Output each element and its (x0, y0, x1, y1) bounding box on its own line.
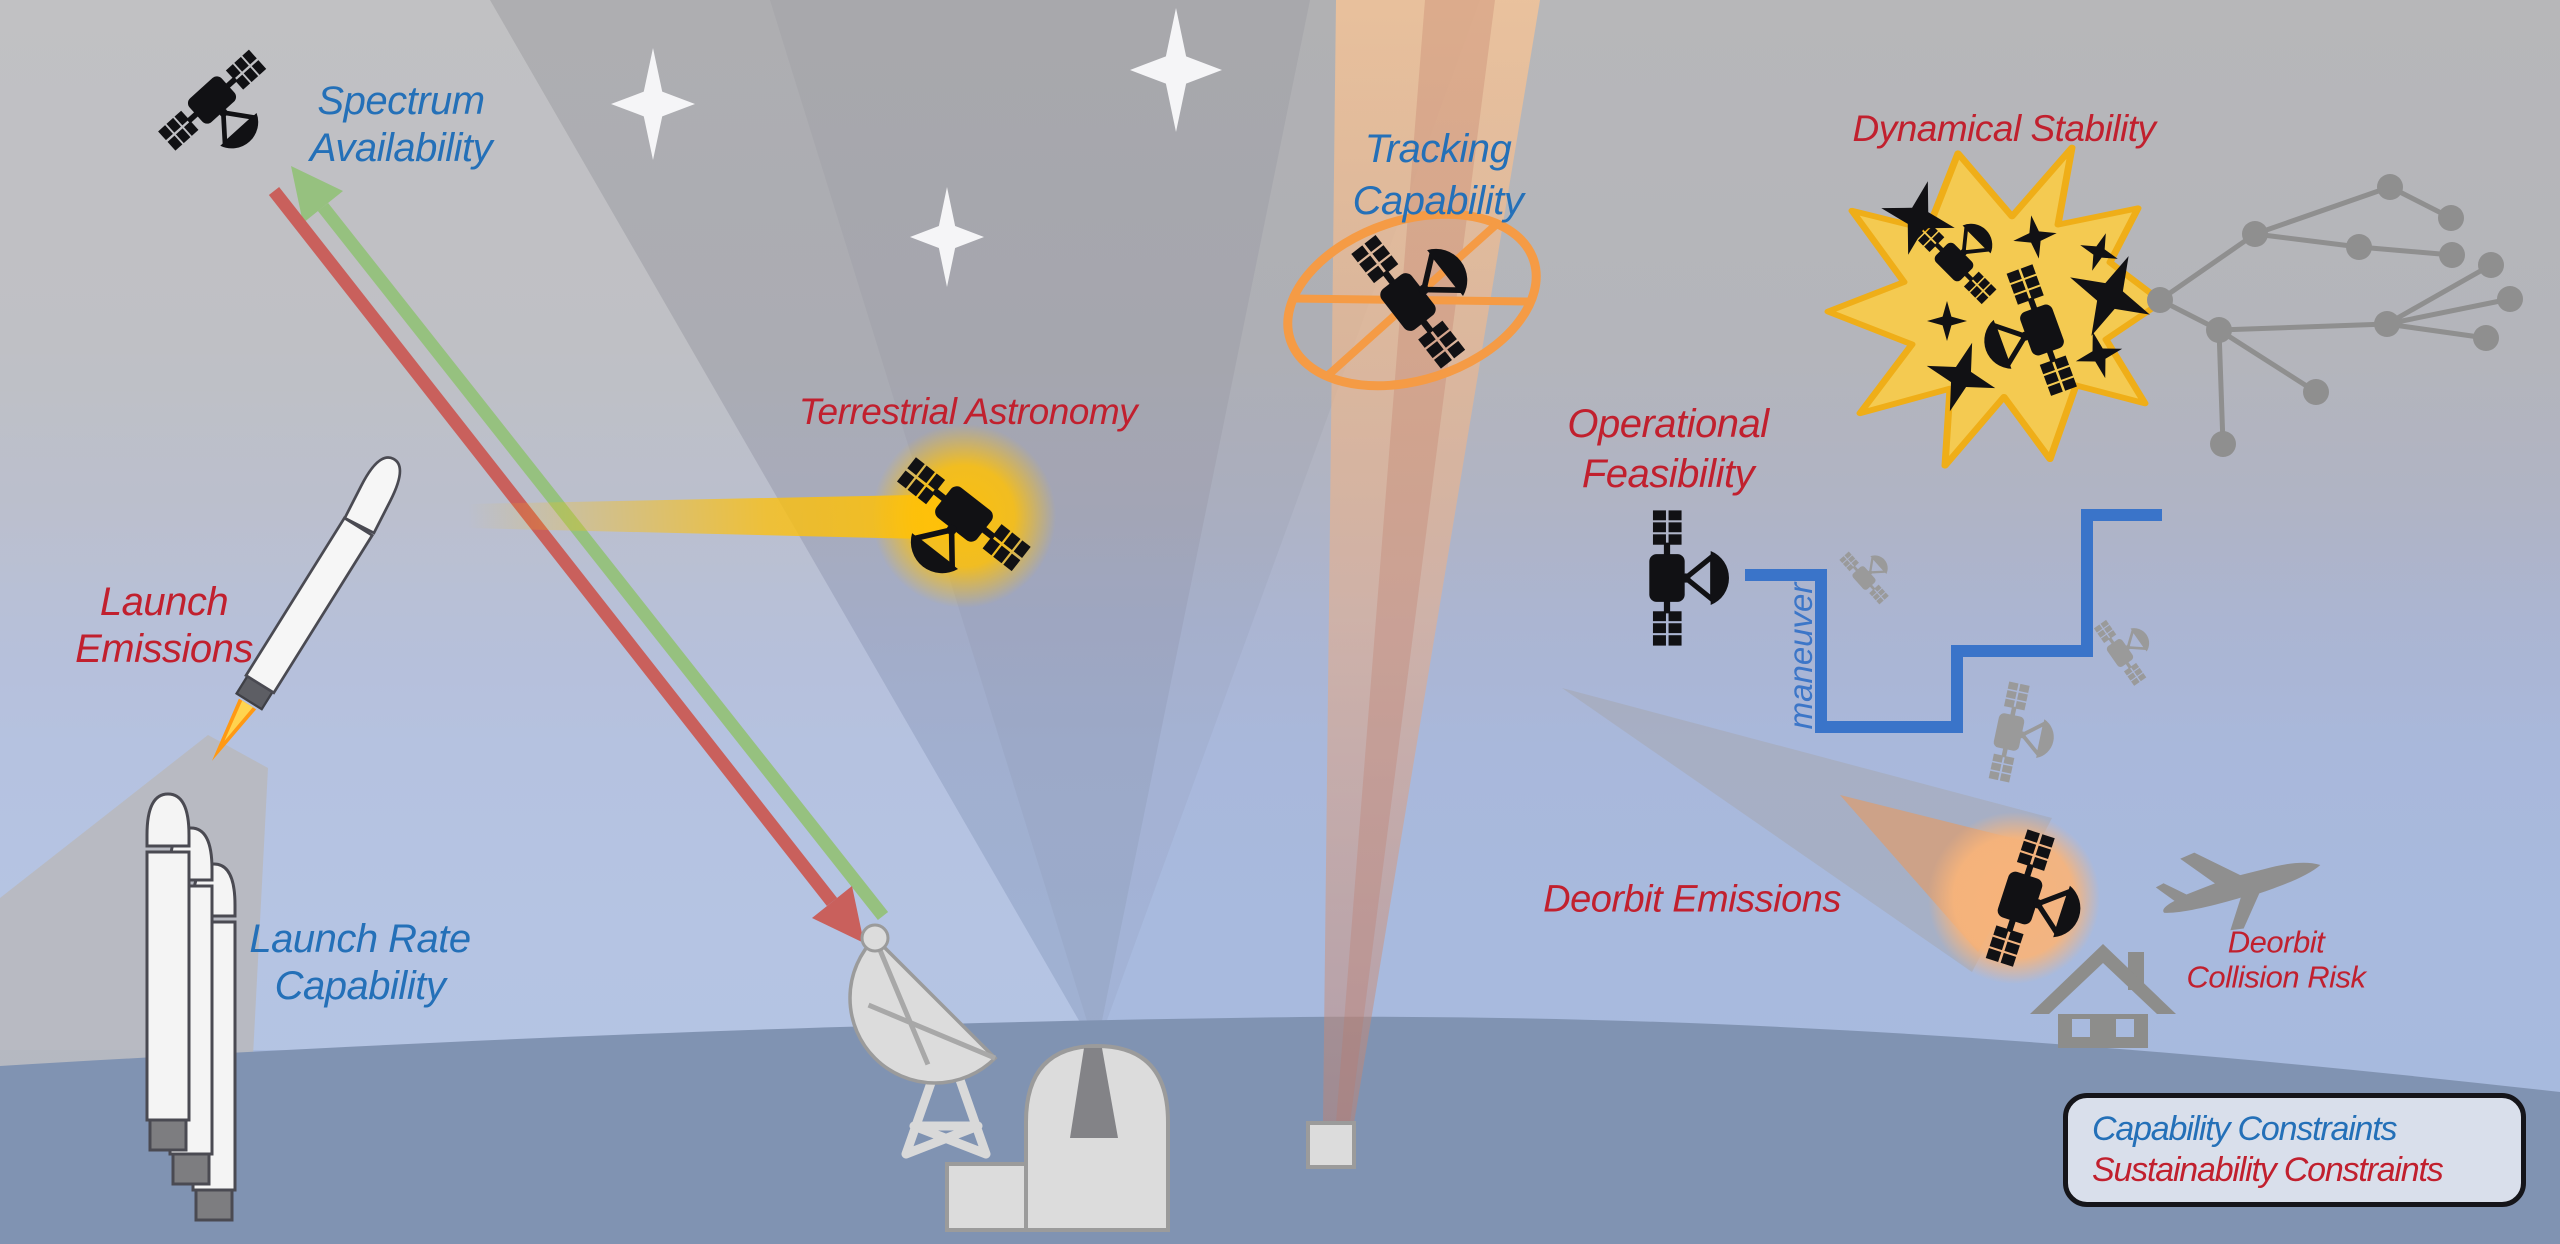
ground-dish-icon (848, 923, 998, 1159)
label-line: Emissions (75, 627, 253, 671)
label-line: Capability (274, 964, 446, 1008)
gray-satellite-icon (1986, 681, 2063, 790)
earth-ground (0, 1016, 2560, 1244)
rocket-flying-icon (211, 456, 402, 761)
label-line: Launch (99, 579, 229, 624)
maneuver-group (1649, 510, 2166, 789)
label-dynamical-stability: Dynamical Stability (1852, 107, 2156, 151)
tracking-station-icon (1306, 1121, 1356, 1169)
uplink-arrow-icon (317, 202, 889, 921)
legend-capability-constraints: Capability Constraints (2092, 1110, 2398, 1149)
downlink-arrow-icon (268, 186, 838, 907)
label-line: Deorbit (2227, 924, 2325, 960)
label-line: Tracking (1364, 127, 1512, 171)
uplink-arrowhead (291, 166, 343, 223)
label-operational-feasibility: Operational Feasibility (1567, 399, 1769, 499)
collision-group (1824, 144, 2523, 469)
label-line: Spectrum (317, 78, 485, 123)
astronomy-streak-group (468, 424, 1056, 611)
dome-slit (1070, 1048, 1118, 1138)
dish-tower (901, 1035, 991, 1159)
spectrum-link (156, 47, 889, 943)
label-line: Availability (309, 126, 493, 170)
gray-satellite-icon (1838, 537, 1904, 605)
satellite-icon (1649, 510, 1729, 645)
label-line: Operational (1567, 402, 1769, 446)
debris-cascade-nodes (2147, 174, 2523, 457)
airplane-icon (2155, 852, 2321, 931)
legend-box: Capability Constraints Sustainability Co… (2063, 1093, 2526, 1207)
rocket-flame-inner (224, 700, 253, 742)
legend-sustainability-constraints: Sustainability Constraints (2092, 1151, 2444, 1189)
gray-satellite-icon (2092, 606, 2166, 687)
label-deorbit-collision-risk: Deorbit Collision Risk (2186, 924, 2366, 994)
maneuver-path-icon (1745, 509, 2162, 733)
label-terrestrial-astronomy: Terrestrial Astronomy (798, 390, 1138, 434)
rocket-standing-icon (145, 792, 191, 1152)
observatory-annex (945, 1162, 1028, 1232)
tracking-beam-outer (1323, 0, 1540, 1123)
label-tracking-capability: Tracking Capability (1353, 123, 1524, 227)
observatory-dome-icon (945, 1043, 1170, 1232)
label-launch-emissions: Launch Emissions (75, 579, 253, 673)
label-line: Deorbit Emissions (1543, 878, 1841, 921)
label-spectrum-availability: Spectrum Availability (309, 78, 493, 172)
downlink-arrowhead (812, 886, 864, 943)
label-maneuver: maneuver (1782, 582, 1819, 730)
label-line: Terrestrial Astronomy (798, 391, 1138, 433)
dish-feed (860, 923, 890, 953)
satellite-streak (468, 494, 964, 540)
label-line: Launch Rate (249, 916, 471, 961)
label-deorbit-emissions: Deorbit Emissions (1543, 878, 1841, 923)
tracking-group (1283, 184, 1541, 391)
label-line: Capability (1352, 179, 1524, 223)
label-launch-rate-capability: Launch Rate Capability (249, 916, 471, 1010)
label-line: Feasibility (1581, 452, 1755, 496)
deorbit-group (1562, 688, 2100, 984)
house-icon (2030, 944, 2176, 1048)
label-line: Dynamical Stability (1852, 108, 2156, 150)
label-line: Collision Risk (2186, 959, 2366, 994)
